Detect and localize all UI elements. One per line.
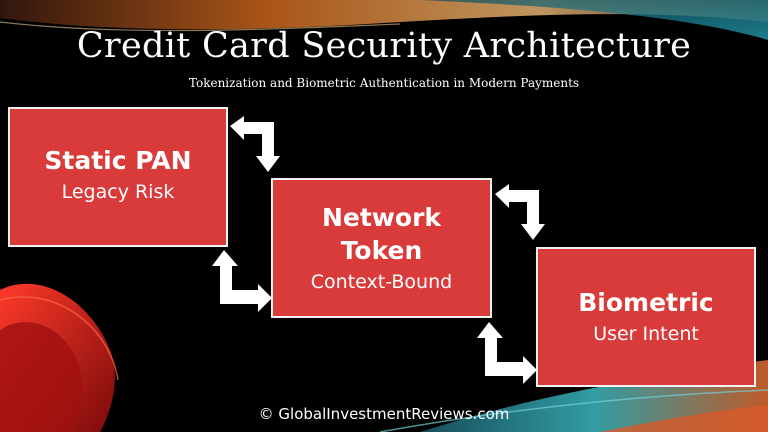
node-title-line2: Token xyxy=(340,236,423,265)
copyright-footer: © GlobalInvestmentReviews.com xyxy=(258,405,510,423)
node-title: Static PAN xyxy=(44,146,192,175)
bidirectional-arrow-icon xyxy=(495,184,545,240)
bidirectional-arrow-icon xyxy=(230,116,280,172)
bidirectional-arrow-icon xyxy=(212,250,272,312)
slide-title: Credit Card Security Architecture xyxy=(76,26,692,66)
node-biometric: Biometric User Intent xyxy=(536,247,756,387)
node-network-token: Network Token Context-Bound xyxy=(271,178,492,318)
slide-subtitle: Tokenization and Biometric Authenticatio… xyxy=(188,76,580,90)
node-subtitle: Legacy Risk xyxy=(61,181,175,203)
node-title-line1: Network xyxy=(321,203,442,232)
node-static-pan: Static PAN Legacy Risk xyxy=(8,107,228,247)
node-subtitle: Context-Bound xyxy=(310,271,453,293)
node-subtitle: User Intent xyxy=(593,323,699,345)
bidirectional-arrow-icon xyxy=(477,322,537,384)
node-title: Biometric xyxy=(578,288,714,317)
